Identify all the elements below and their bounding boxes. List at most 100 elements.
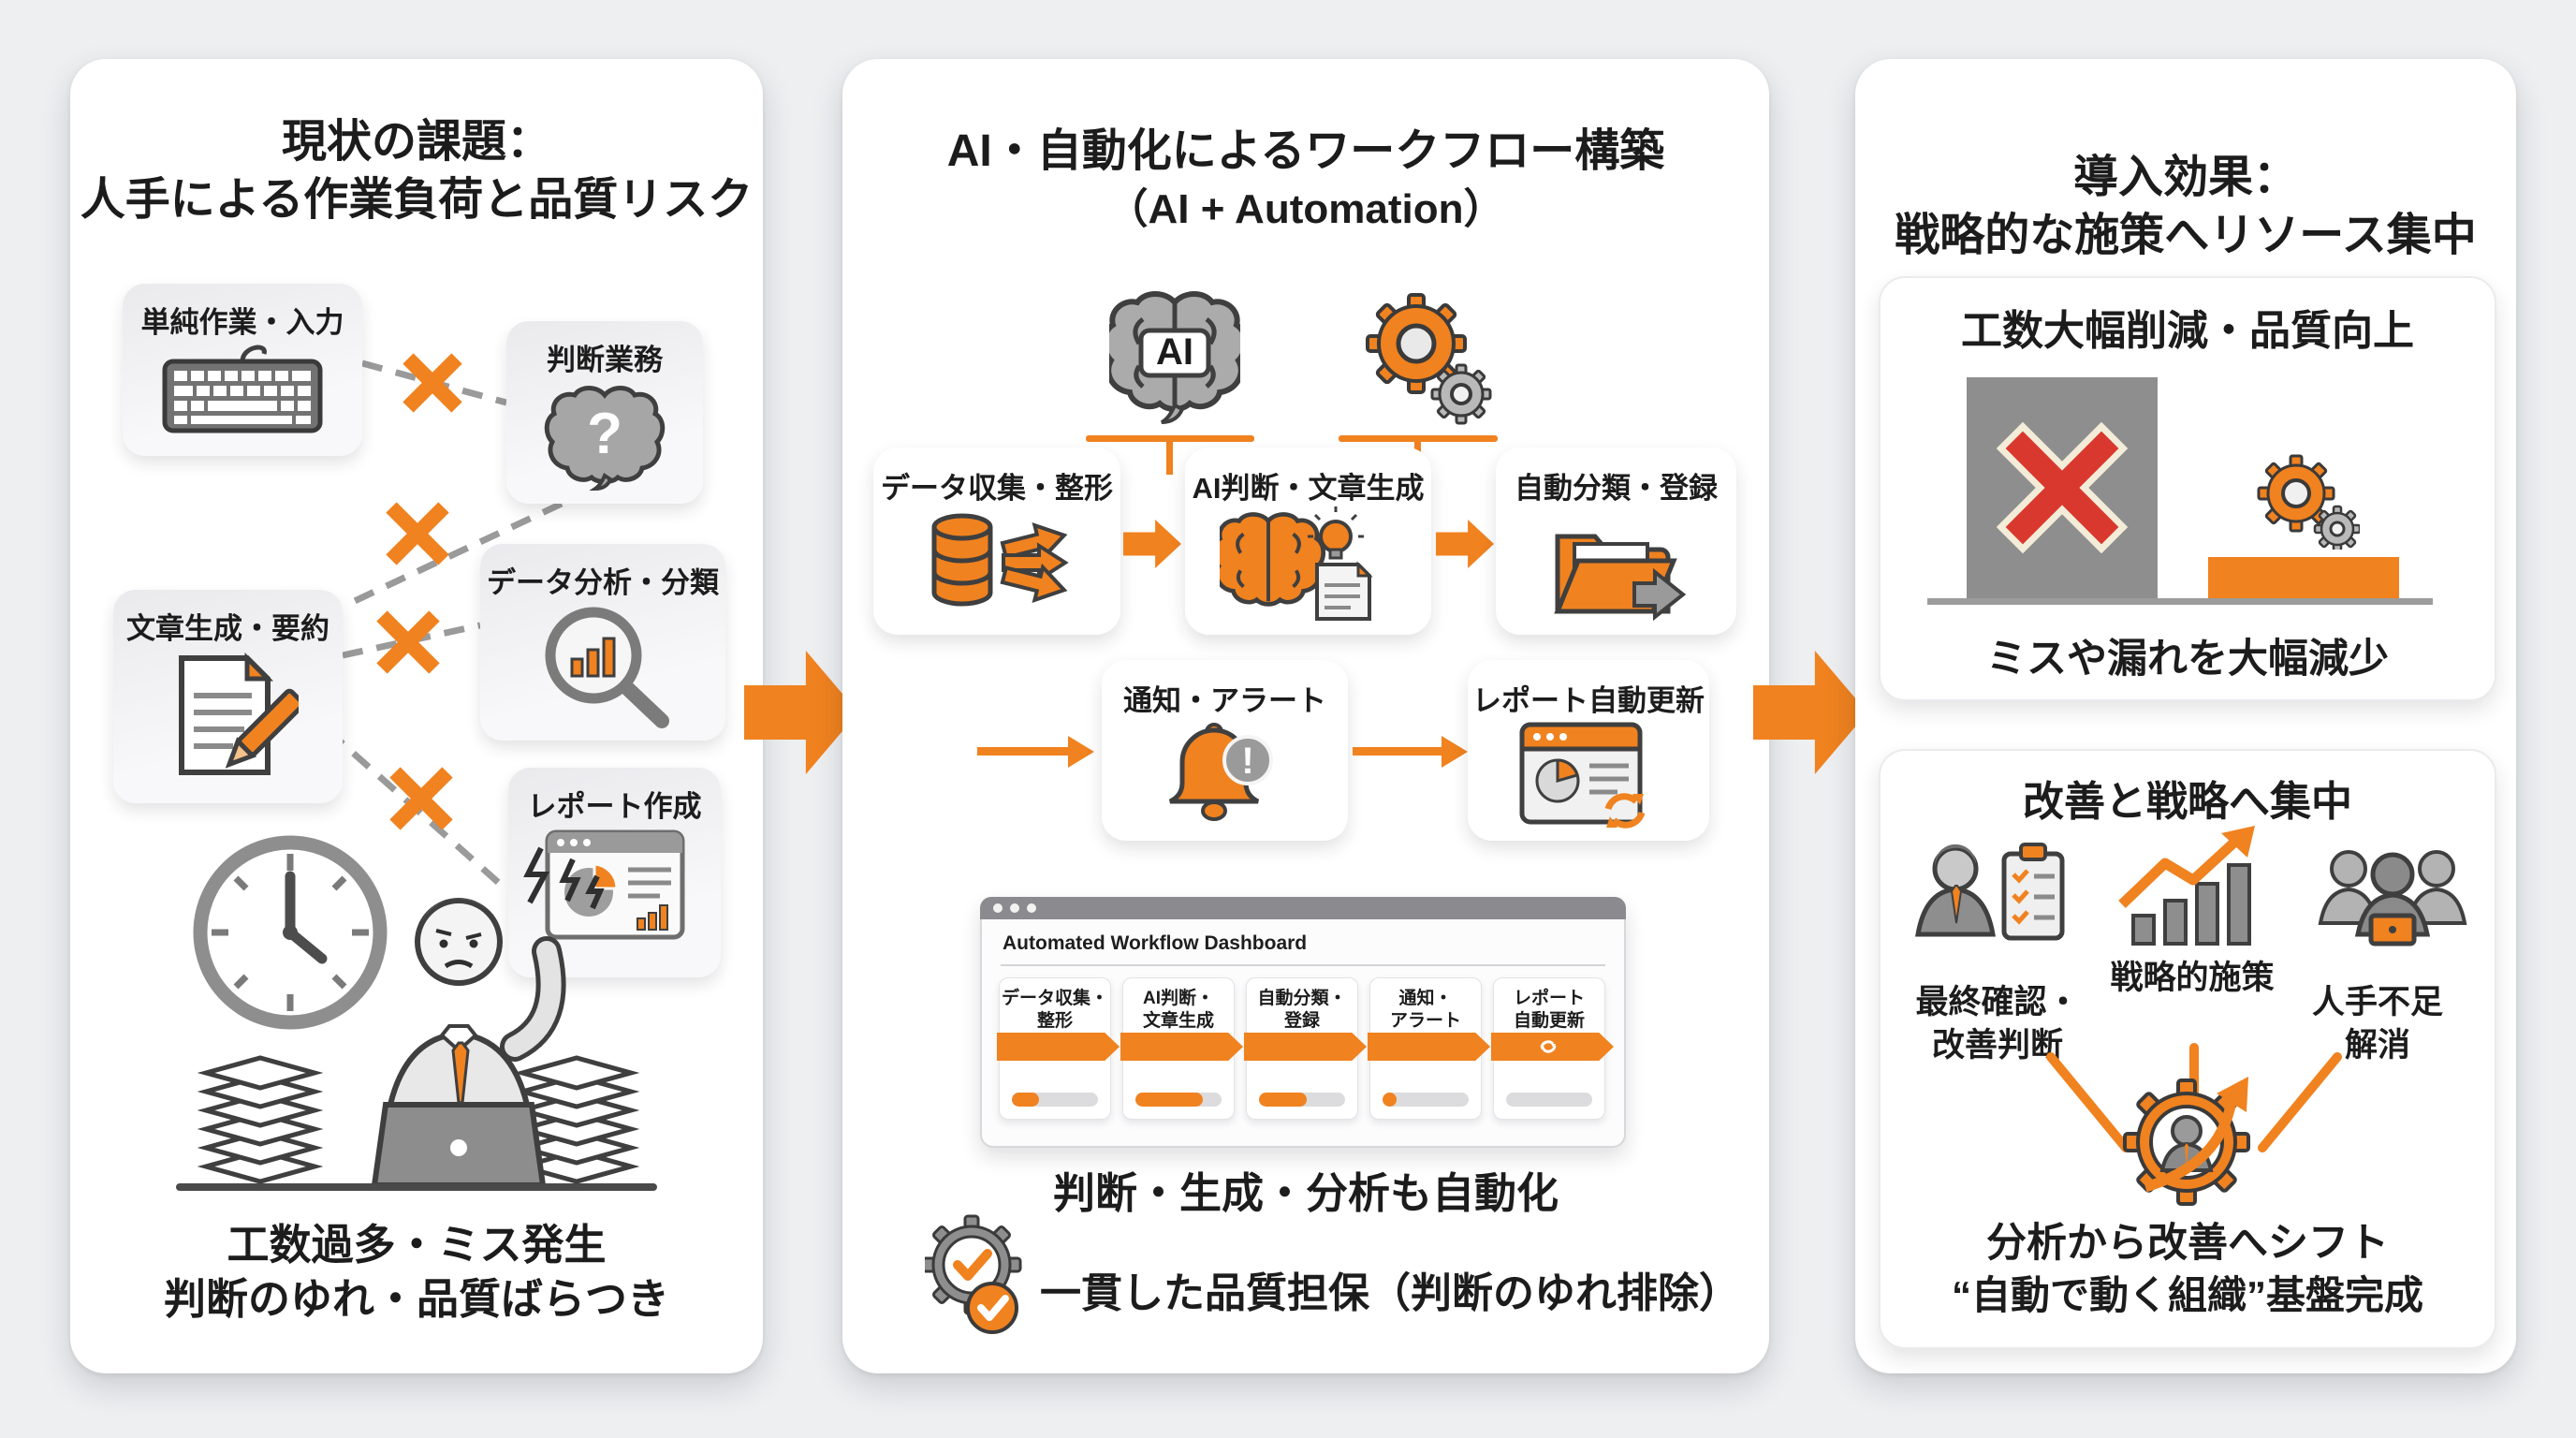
paper-stack-icon — [197, 1055, 324, 1184]
folder-register-icon — [1553, 534, 1686, 622]
workflow-dashboard-mockup: Automated Workflow Dashboard データ収集・ 整形 A… — [980, 897, 1626, 1148]
workflow-box-label: レポート自動更新 — [1472, 684, 1705, 717]
step-progress-track — [1506, 1093, 1592, 1107]
ai-workflow-title: AI・自動化によるワークフロー構築 （AI + Automation） — [842, 123, 1769, 239]
labor-shortage-item-label: 人手不足 解消 — [2270, 981, 2485, 1067]
ai-workflow-panel: AI・自動化によるワークフロー構築 （AI + Automation） AI — [842, 59, 1769, 1373]
person-figure — [382, 898, 566, 1134]
dashboard-title: Automated Workflow Dashboard — [1003, 932, 1308, 954]
current-issues-title-line1: 現状の課題： — [281, 117, 551, 167]
step-chevron-band — [1120, 1033, 1243, 1061]
workflow-step-arrow — [1436, 520, 1494, 568]
item-label-line2: 改善判断 — [1931, 1027, 2063, 1064]
ai-badge-label: AI — [1156, 331, 1193, 373]
step-progress-fill — [1259, 1093, 1307, 1107]
workflow-step-arrow — [977, 747, 1068, 756]
benefits-title: 導入効果： 戦略的な施策へリソース集中 — [1855, 149, 2516, 265]
dashboard-step-card: AI判断・ 文章生成 — [1120, 977, 1243, 1120]
after-bar — [2208, 557, 2399, 598]
small-gears-icon — [2257, 454, 2360, 550]
workflow-step-arrow — [1123, 520, 1181, 568]
step-label-line1: データ収集・ — [1001, 989, 1108, 1008]
step-label-line1: AI判断・ — [1142, 989, 1214, 1008]
ai-brain-icon: AI — [1109, 291, 1240, 424]
benefits-title-line1: 導入効果： — [2072, 153, 2298, 202]
summary-line1: 工数過多・ミス発生 — [227, 1221, 607, 1269]
workflow-box-label: AI判断・文章生成 — [1192, 472, 1425, 505]
task-box-text-generation: 文章生成・要約 — [113, 590, 343, 803]
item-label-line1: 最終確認・ — [1915, 984, 2080, 1020]
keyboard-icon — [162, 345, 323, 433]
effort-reduction-title: 工数大幅削減・品質向上 — [1961, 308, 2414, 354]
browser-chrome-bar — [980, 897, 1626, 919]
automation-gears-icon — [1366, 293, 1492, 425]
alert-bell-icon: ! — [1168, 723, 1273, 821]
workflow-box-auto-classify: 自動分類・登録 — [1496, 448, 1736, 635]
growth-chart-icon — [2118, 826, 2255, 946]
database-arrows-icon — [931, 513, 1069, 607]
benefits-title-line2: 戦略的な施策へリソース集中 — [1895, 211, 2477, 260]
step-label-line2: 整形 — [1036, 1011, 1073, 1031]
refresh-icon — [1540, 1040, 1557, 1053]
register-arrow — [1632, 567, 1686, 622]
window-dot-icon — [1027, 903, 1036, 913]
lightbulb-icon — [1307, 506, 1364, 560]
step-progress-track — [1135, 1093, 1222, 1107]
task-box-label: 単純作業・入力 — [140, 306, 344, 339]
caption-line1: 分析から改善へシフト — [1986, 1221, 2389, 1266]
task-box-label: 文章生成・要約 — [126, 612, 329, 645]
effort-reduction-card: 工数大幅削減・品質向上 — [1879, 276, 2496, 701]
brain-question-icon: ? — [544, 386, 666, 491]
step-chevron-band — [1244, 1033, 1367, 1061]
overworked-person-illustration — [176, 835, 657, 1191]
step-label-line1: レポート — [1513, 989, 1585, 1008]
step-progress-fill — [1383, 1093, 1397, 1107]
refresh-icon — [1604, 793, 1646, 829]
dashboard-step-card: レポート 自動更新 — [1491, 977, 1614, 1120]
step-label-line2: アラート — [1389, 1011, 1461, 1031]
step-chevron-band — [997, 1033, 1120, 1061]
step-chevron-band — [1368, 1033, 1490, 1061]
workflow-box-notification: 通知・アラート ! — [1102, 660, 1348, 841]
dashboard-step-card: データ収集・ 整形 — [997, 977, 1120, 1120]
strategy-focus-card: 改善と戦略へ集中 — [1879, 749, 2496, 1349]
team-icon — [2318, 850, 2467, 946]
item-label-line1: 人手不足 — [2311, 984, 2443, 1020]
step-progress-track — [1383, 1093, 1469, 1107]
task-box-label: 判断業務 — [547, 344, 663, 376]
strategy-focus-caption: 分析から改善へシフト “自動で動く組織”基盤完成 — [1881, 1217, 2495, 1322]
automation-summary: 判断・生成・分析も自動化 — [1052, 1169, 1559, 1217]
window-dot-icon — [993, 903, 1003, 913]
chart-baseline — [1927, 598, 2433, 605]
step-label-line2: 文章生成 — [1142, 1011, 1214, 1031]
step-progress-fill — [1135, 1093, 1203, 1107]
current-issues-summary: 工数過多・ミス発生 判断のゆれ・品質ばらつき — [70, 1218, 763, 1327]
ai-workflow-title-line1: AI・自動化によるワークフロー構築 — [946, 126, 1665, 176]
clock-icon — [193, 835, 388, 1030]
task-box-judgement: 判断業務 ? — [506, 321, 703, 504]
window-dot-icon — [1010, 903, 1019, 913]
gear-person-icon — [2123, 1077, 2250, 1206]
workflow-box-data-collection: データ収集・整形 — [873, 448, 1120, 635]
task-box-label: データ分析・分類 — [487, 566, 719, 599]
strategy-item-label: 戦略的施策 — [2110, 960, 2275, 996]
document-pen-icon — [178, 652, 299, 775]
step-progress-track — [1259, 1093, 1345, 1107]
step-chevron-band — [1491, 1033, 1614, 1061]
dashboard-step-card: 通知・ アラート — [1368, 977, 1490, 1120]
stress-lightning-icon — [523, 846, 605, 910]
step-progress-track — [1012, 1093, 1098, 1107]
flow-arrow-middle-to-right — [1753, 651, 1867, 774]
task-box-label: レポート作成 — [527, 790, 702, 823]
alert-badge — [1222, 735, 1273, 785]
step-label-line2: 登録 — [1283, 1011, 1320, 1031]
current-issues-title-line2: 人手による作業負荷と品質リスク — [80, 175, 754, 225]
magnifier-chart-icon — [545, 607, 669, 728]
item-label-line2: 解消 — [2344, 1027, 2410, 1064]
divider — [1001, 964, 1605, 966]
task-box-simple-input: 単純作業・入力 — [123, 284, 362, 456]
step-label-line1: 通知・ — [1398, 989, 1453, 1008]
step-label-line1: 自動分類・ — [1257, 989, 1347, 1008]
step-progress-fill — [1012, 1093, 1040, 1107]
